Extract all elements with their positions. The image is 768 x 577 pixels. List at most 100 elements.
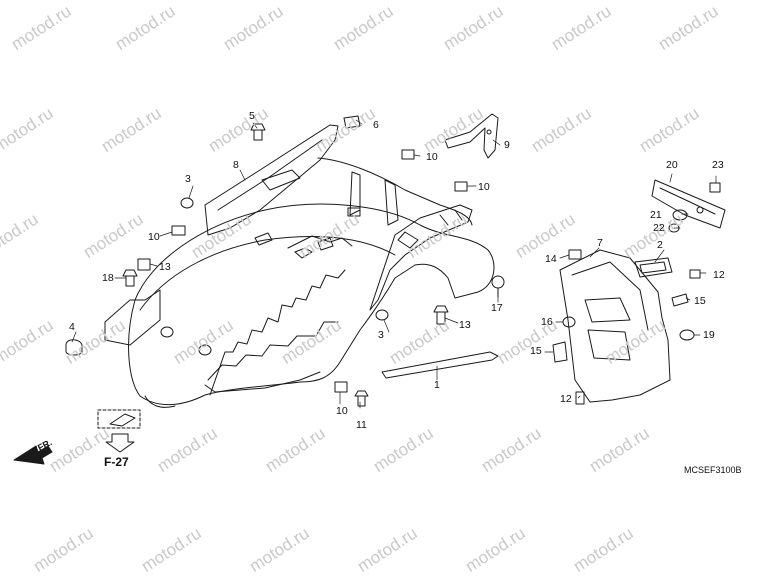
license-bracket-slot (584, 297, 631, 323)
ref-box-frame (97, 409, 141, 429)
light-21-edge (659, 187, 716, 215)
light-21-hole (696, 206, 704, 214)
callout-16: 15 (694, 295, 706, 307)
inner-panel-edge (217, 139, 323, 211)
callout-10: 10 (478, 181, 490, 193)
inner-panel-ridge (317, 157, 473, 226)
rivet-18 (491, 275, 505, 298)
callout-19: 18 (102, 272, 114, 284)
nut-15-top (568, 249, 582, 260)
fr-arrow (13, 445, 53, 465)
grommet-3-upper-ring (180, 197, 194, 209)
callout-5: 5 (249, 110, 255, 122)
callout-6: 6 (373, 119, 379, 131)
license-bracket-crease (571, 261, 649, 331)
callout-15: 14 (545, 253, 557, 265)
fender-tab-2 (254, 232, 273, 246)
side-arm (369, 204, 473, 311)
fender-tab-3 (317, 237, 334, 251)
rivet-18-head (491, 275, 505, 289)
callout-22: 21 (650, 209, 662, 221)
grommet-3-lower (375, 309, 389, 321)
reflector-2 (634, 257, 673, 278)
grommet-left (160, 326, 174, 338)
callout-13: 13 (159, 261, 171, 273)
callout-13: 10 (336, 405, 348, 417)
bolt-11-head (354, 390, 369, 397)
fender-crease (139, 236, 396, 311)
screw-12-bottom (575, 391, 585, 405)
inner-panel-bracket-2 (384, 179, 399, 226)
bracket-9 (444, 113, 499, 159)
inner-panel-clip (347, 207, 361, 217)
fender-tail-edge (204, 371, 321, 393)
callout-12: 12 (560, 393, 572, 405)
callout-9: 9 (504, 139, 510, 151)
fender-boss (287, 235, 353, 249)
callout-15: 15 (530, 345, 542, 357)
nut-13-bottom (334, 381, 348, 393)
reference-label: F-27 (104, 455, 129, 469)
callout-17: 16 (541, 316, 553, 328)
ref-box-part (109, 413, 136, 427)
latch-left-body (104, 289, 161, 346)
bolt-5-head (250, 123, 266, 131)
nut-10 (171, 149, 468, 236)
bolt-11-shank (357, 395, 366, 407)
fr-arrow-head (13, 445, 53, 465)
nut-13-left-body (137, 258, 151, 271)
inner-panel-flange (204, 124, 339, 236)
diagram-code: MCSEF3100B (684, 465, 742, 475)
callout-1: 1 (434, 379, 440, 391)
license-bracket (559, 249, 671, 403)
cap-4 (65, 339, 83, 356)
ref-arrow (105, 433, 135, 453)
bracket-9-hole (486, 129, 492, 135)
clip-6 (343, 115, 361, 129)
side-arm-mount (397, 231, 419, 249)
side-arm-body (369, 204, 473, 311)
clip-15-lower (552, 341, 568, 363)
nut-10-a (401, 149, 415, 160)
callout-18: 17 (491, 302, 503, 314)
callout-20: 19 (703, 329, 715, 341)
leader-lines (71, 119, 717, 409)
bolt-19-shank (125, 275, 135, 287)
screw-12-top (689, 269, 701, 279)
light-assembly (651, 179, 726, 233)
callout-14: 13 (459, 319, 471, 331)
license-bracket-body (559, 249, 671, 403)
bolt-19-head (122, 269, 138, 277)
callout-21: 20 (666, 159, 678, 171)
fender-nose (144, 395, 176, 408)
screw-24 (709, 182, 721, 193)
callout-3: 3 (378, 329, 384, 341)
bolt-11 (354, 390, 369, 407)
nut-13-left (137, 258, 151, 271)
fender-rib-lower (207, 321, 339, 381)
bolt-14-head (433, 305, 449, 313)
bolt-5-shank (253, 129, 263, 141)
nut-10-b (454, 181, 468, 192)
bolt-16 (671, 293, 689, 307)
callout-10: 10 (426, 151, 438, 163)
reflector-2-inner (639, 261, 667, 274)
nut-10-c (171, 225, 186, 236)
fender-rib (209, 269, 346, 396)
bolt-19 (122, 269, 138, 287)
callout-4: 4 (69, 321, 75, 333)
callout-2: 2 (657, 239, 663, 251)
callout-23: 22 (653, 222, 665, 234)
inner-panel-bracket (349, 171, 361, 216)
light-21-body (651, 179, 726, 229)
callout-3: 3 (185, 173, 191, 185)
callout-11: 11 (356, 419, 367, 431)
callout-8: 8 (233, 159, 239, 171)
bolt-14-shank (436, 311, 446, 325)
callout-10: 10 (148, 231, 160, 243)
callout-12: 12 (713, 269, 725, 281)
callout-7: 7 (597, 237, 603, 249)
grommet-3-upper (180, 197, 194, 209)
clip-6-body (343, 115, 361, 129)
nut-13-body (334, 381, 348, 393)
